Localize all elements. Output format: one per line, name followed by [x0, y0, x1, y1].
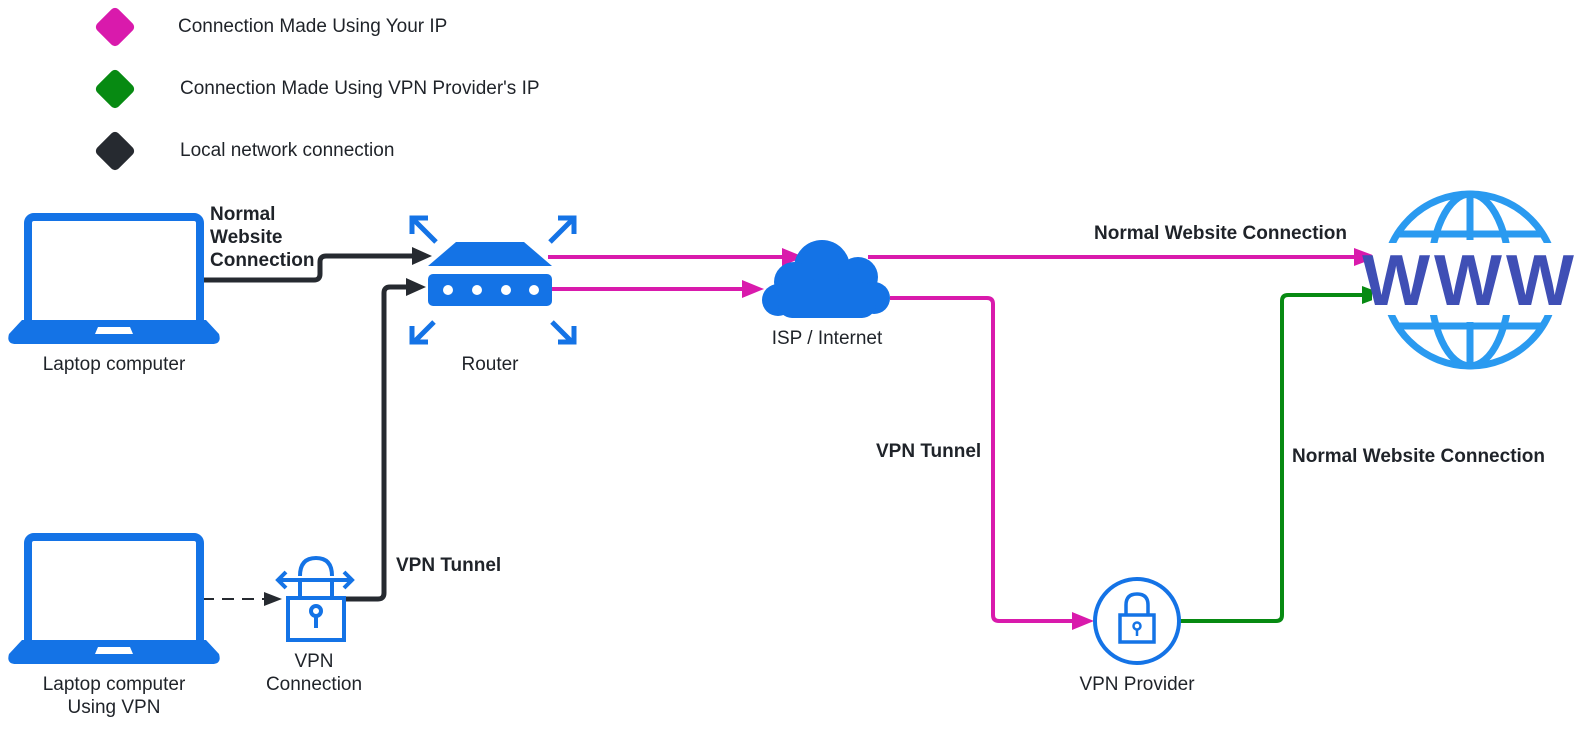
edge-label-line3: Connection [210, 250, 315, 271]
router-icon[interactable] [409, 215, 577, 345]
edge-label-isp-vpnprovider: VPN Tunnel [876, 441, 982, 462]
laptop-vpn-icon[interactable] [8, 533, 220, 664]
legend-label-vpn-ip: Connection Made Using VPN Provider's IP [180, 78, 540, 99]
arrowhead-router-isp-bottom [742, 280, 764, 298]
router-label: Router [461, 354, 519, 375]
www-globe-icon[interactable]: WWW [1362, 190, 1578, 370]
legend-swatch-vpn-ip [95, 69, 135, 109]
vpn-connection-label-line1: VPN [294, 651, 334, 672]
edge-label-laptop-router: Normal Website Connection [210, 203, 315, 272]
legend-label-local: Local network connection [180, 140, 395, 161]
arrowhead-vpnconn-router [406, 278, 426, 296]
edge-vpnprovider-www [1180, 293, 1368, 623]
arrowhead-router-isp-top [782, 248, 804, 266]
vpn-connection-icon[interactable] [275, 555, 355, 642]
legend-label-your-ip: Connection Made Using Your IP [178, 16, 448, 37]
cloud-icon[interactable] [762, 240, 890, 318]
laptop-icon[interactable] [8, 213, 220, 344]
laptop-vpn-label-line1: Laptop computer [42, 674, 186, 695]
legend-swatch-local [95, 131, 135, 171]
laptop-vpn-label: Laptop computer Using VPN [14, 673, 214, 719]
edge-label-line2: Website [210, 227, 283, 248]
vpn-provider-label: VPN Provider [1079, 674, 1195, 695]
edge-vpnconn-router [345, 284, 412, 602]
vpn-provider-icon[interactable] [1093, 577, 1181, 665]
laptop-vpn-label-line2: Using VPN [67, 697, 161, 718]
arrowhead-laptop-router [412, 247, 432, 265]
vpn-connection-label: VPN Connection [254, 650, 374, 696]
laptop-label: Laptop computer [42, 354, 186, 375]
arrowhead-laptopvpn-vpnconn [264, 592, 282, 606]
edge-label-vpnprovider-www: Normal Website Connection [1292, 446, 1546, 467]
isp-label: ISP / Internet [771, 328, 883, 349]
edge-label-vpnconn-router: VPN Tunnel [396, 555, 502, 576]
arrowhead-isp-www [1354, 248, 1378, 266]
edge-label-line1: Normal [210, 204, 276, 225]
edge-laptop-router [202, 253, 418, 283]
edge-isp-vpnprovider [890, 296, 1076, 623]
legend-swatch-your-ip [95, 7, 135, 47]
edge-label-isp-www: Normal Website Connection [1094, 223, 1348, 244]
vpn-connection-label-line2: Connection [265, 674, 363, 695]
www-glyph: WWW [1362, 241, 1578, 321]
arrowhead-isp-vpnprovider [1072, 612, 1094, 630]
